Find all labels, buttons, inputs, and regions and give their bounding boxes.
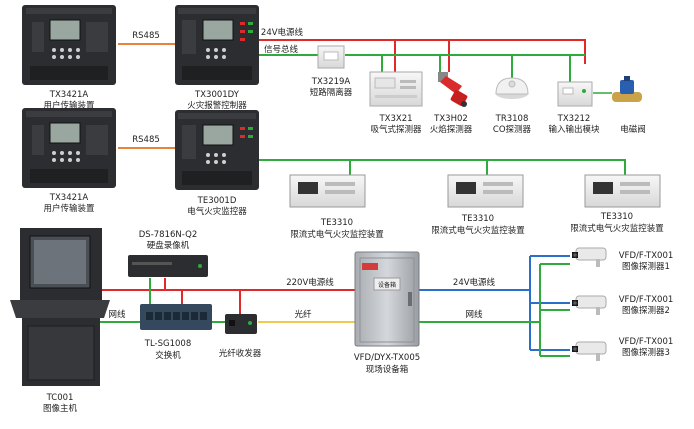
cam2-name: 图像探测器2 — [622, 305, 670, 316]
switch-name: 交换机 — [155, 350, 181, 361]
flame-detector[interactable] — [438, 72, 468, 107]
utd1-name: 用户传输装置 — [43, 100, 95, 111]
power24-top-line — [258, 39, 586, 64]
camera-2[interactable] — [572, 295, 607, 315]
rcm3-code: TE3310 — [600, 212, 633, 222]
network-switch[interactable] — [140, 304, 212, 330]
power220-label: 220V电源线 — [286, 277, 334, 288]
utd-panel-1[interactable] — [22, 5, 116, 85]
ef-bus-line — [258, 159, 626, 175]
io-module[interactable] — [557, 81, 593, 107]
electrical-fire-controller[interactable] — [175, 110, 259, 190]
power24-bottom-label: 24V电源线 — [453, 277, 496, 288]
utd2-name: 用户传输装置 — [43, 203, 95, 214]
rs485-label-2: RS485 — [132, 135, 160, 145]
labels-layer: TX3421A 用户传输装置 TX3001DY 火灾报警控制器 TX3421A … — [43, 27, 673, 414]
net-right-label: 网线 — [465, 309, 483, 320]
converter-name: 光纤收发器 — [219, 348, 262, 359]
fiber-label: 光纤 — [294, 309, 312, 320]
aspirating-detector[interactable] — [369, 71, 423, 107]
rcm1-code: TE3310 — [320, 218, 353, 228]
nvr-name: 硬盘录像机 — [147, 240, 190, 251]
isolator-code: TX3219A — [311, 77, 351, 87]
fa-ctrl-name: 火灾报警控制器 — [187, 100, 247, 111]
utd2-code: TX3421A — [49, 193, 89, 203]
rcm2-name: 限流式电气火灾监控装置 — [431, 225, 525, 236]
power24-top-label: 24V电源线 — [261, 27, 304, 38]
rcm1-name: 限流式电气火灾监控装置 — [290, 229, 384, 240]
signal-bus-label: 信号总线 — [264, 44, 299, 55]
rcm3-name: 限流式电气火灾监控装置 — [570, 223, 664, 234]
isolator-name: 短路隔离器 — [310, 87, 353, 98]
switch-code: TL-SG1008 — [144, 339, 191, 349]
wires-layer — [99, 39, 626, 357]
fa-ctrl-code: TX3001DY — [194, 90, 240, 100]
camera-1[interactable] — [572, 247, 607, 267]
cam1-code: VFD/F-TX001 — [619, 251, 674, 261]
cam2-code: VFD/F-TX001 — [619, 295, 674, 305]
cabinet-name: 现场设备箱 — [366, 364, 409, 375]
net-left-label: 网线 — [108, 309, 126, 320]
field-cabinet[interactable] — [354, 251, 420, 347]
io-code: TX3212 — [557, 114, 591, 124]
co-name: CO探测器 — [493, 124, 532, 135]
rcm-unit-1[interactable] — [289, 174, 366, 208]
co-detector[interactable] — [495, 77, 529, 99]
cabinet-plate: 设备箱 — [378, 281, 396, 289]
cabinet-code: VFD/DYX-TX005 — [354, 353, 420, 363]
utd-panel-2[interactable] — [22, 108, 116, 188]
cam3-code: VFD/F-TX001 — [619, 337, 674, 347]
asd-name: 吸气式探测器 — [370, 124, 422, 135]
ef-ctrl-name: 电气火灾监控器 — [187, 206, 247, 217]
host-code: TC001 — [46, 393, 74, 403]
cam1-name: 图像探测器1 — [622, 261, 670, 272]
image-host-cabinet[interactable] — [10, 228, 110, 386]
host-name: 图像主机 — [43, 403, 78, 414]
rcm2-code: TE3310 — [461, 214, 494, 224]
camera-3[interactable] — [572, 341, 607, 361]
rs485-label-1: RS485 — [132, 31, 160, 41]
utd1-code: TX3421A — [49, 90, 89, 100]
io-name: 输入输出模块 — [548, 124, 600, 135]
flame-code: TX3H02 — [433, 114, 468, 124]
rcm-unit-3[interactable] — [584, 174, 661, 208]
ef-ctrl-code: TE3001D — [197, 196, 237, 206]
co-code: TR3108 — [495, 114, 529, 124]
asd-code: TX3X21 — [378, 114, 412, 124]
short-circuit-isolator[interactable] — [317, 45, 345, 69]
fire-alarm-controller[interactable] — [175, 5, 259, 85]
nvr-code: DS-7816N-Q2 — [139, 230, 197, 240]
valve-name: 电磁阀 — [620, 124, 646, 135]
cam3-name: 图像探测器3 — [622, 347, 670, 358]
solenoid-valve[interactable] — [612, 76, 642, 102]
nvr-recorder[interactable] — [128, 255, 208, 277]
fiber-converter[interactable] — [225, 314, 257, 334]
flame-name: 火焰探测器 — [430, 124, 473, 135]
rcm-unit-2[interactable] — [447, 174, 524, 208]
